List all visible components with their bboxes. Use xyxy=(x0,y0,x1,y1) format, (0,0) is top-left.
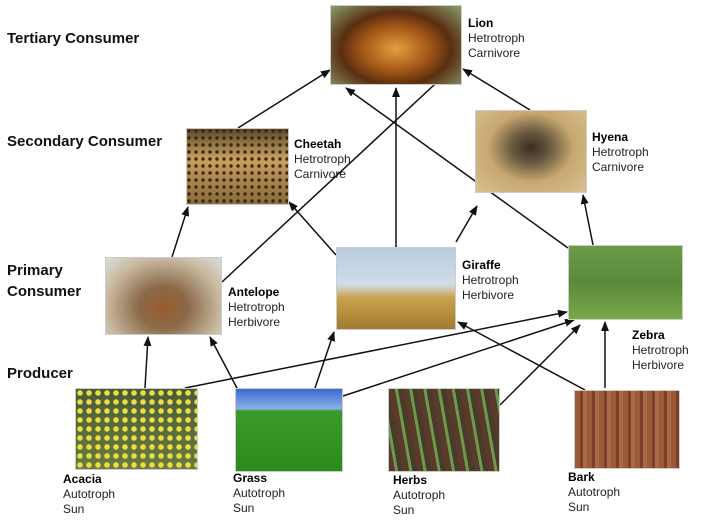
arrow-grass-to-zebra xyxy=(342,319,575,397)
organism-name: Hyena xyxy=(592,130,629,144)
organism-diet: Sun xyxy=(393,503,415,517)
lion-image xyxy=(330,5,462,85)
level-primary-consumer-line2: Consumer xyxy=(7,283,82,300)
acacia-image xyxy=(75,388,198,470)
organism-diet: Herbivore xyxy=(462,288,515,302)
arrow-hyena-to-lion xyxy=(462,68,531,111)
level-producer: Producer xyxy=(7,365,73,382)
organism-type: Hetrotroph xyxy=(592,145,649,159)
grass-image xyxy=(235,388,343,472)
organism-type: Hetrotroph xyxy=(294,152,351,166)
organism-name: Bark xyxy=(568,470,595,484)
organism-diet: Sun xyxy=(63,502,85,516)
arrow-antelope-to-cheetah xyxy=(171,206,190,258)
organism-diet: Sun xyxy=(568,500,590,514)
organism-name: Acacia xyxy=(63,472,102,486)
organism-type: Autotroph xyxy=(568,485,621,499)
arrow-giraffe-to-cheetah xyxy=(288,201,337,256)
organism-name: Cheetah xyxy=(294,137,342,151)
arrow-zebra-to-lion xyxy=(345,87,569,249)
organism-name: Lion xyxy=(468,16,494,30)
arrow-acacia-to-antelope xyxy=(143,336,152,389)
level-primary-consumer-line1: Primary xyxy=(7,262,63,279)
arrow-zebra-to-hyena xyxy=(580,194,594,246)
level-secondary-consumer: Secondary Consumer xyxy=(7,133,163,150)
organism-type: Hetrotroph xyxy=(462,273,519,287)
giraffe-image xyxy=(336,247,456,330)
organism-diet: Carnivore xyxy=(294,167,347,181)
organism-type: Autotroph xyxy=(233,486,286,500)
arrow-herbs-to-zebra xyxy=(499,324,581,406)
antelope-image xyxy=(105,257,222,335)
organism-name: Herbs xyxy=(393,473,428,487)
organism-name: Giraffe xyxy=(462,258,501,272)
arrow-antelope-to-lion xyxy=(221,71,449,283)
hyena-image xyxy=(475,110,587,193)
organism-type: Hetrotroph xyxy=(468,31,525,45)
level-tertiary-consumer: Tertiary Consumer xyxy=(7,30,140,47)
organism-name: Zebra xyxy=(632,328,665,342)
arrow-acacia-to-zebra xyxy=(184,309,568,389)
arrow-grass-to-antelope xyxy=(209,336,239,391)
zebra-image xyxy=(568,245,683,320)
arrow-cheetah-to-lion xyxy=(237,69,331,129)
cheetah-image xyxy=(186,128,289,205)
arrow-giraffe-to-hyena xyxy=(455,205,478,243)
organism-type: Hetrotroph xyxy=(632,343,689,357)
arrow-bark-to-giraffe xyxy=(457,321,586,391)
organism-diet: Carnivore xyxy=(468,46,521,60)
organism-diet: Herbivore xyxy=(228,315,281,329)
organism-diet: Sun xyxy=(233,501,255,515)
organism-name: Antelope xyxy=(228,285,280,299)
organism-type: Hetrotroph xyxy=(228,300,285,314)
herbs-image xyxy=(388,388,500,472)
bark-image xyxy=(574,390,680,469)
organism-diet: Carnivore xyxy=(592,160,645,174)
organism-type: Autotroph xyxy=(63,487,116,501)
organism-type: Autotroph xyxy=(393,488,446,502)
organism-name: Grass xyxy=(233,471,268,485)
organism-diet: Herbivore xyxy=(632,358,685,372)
